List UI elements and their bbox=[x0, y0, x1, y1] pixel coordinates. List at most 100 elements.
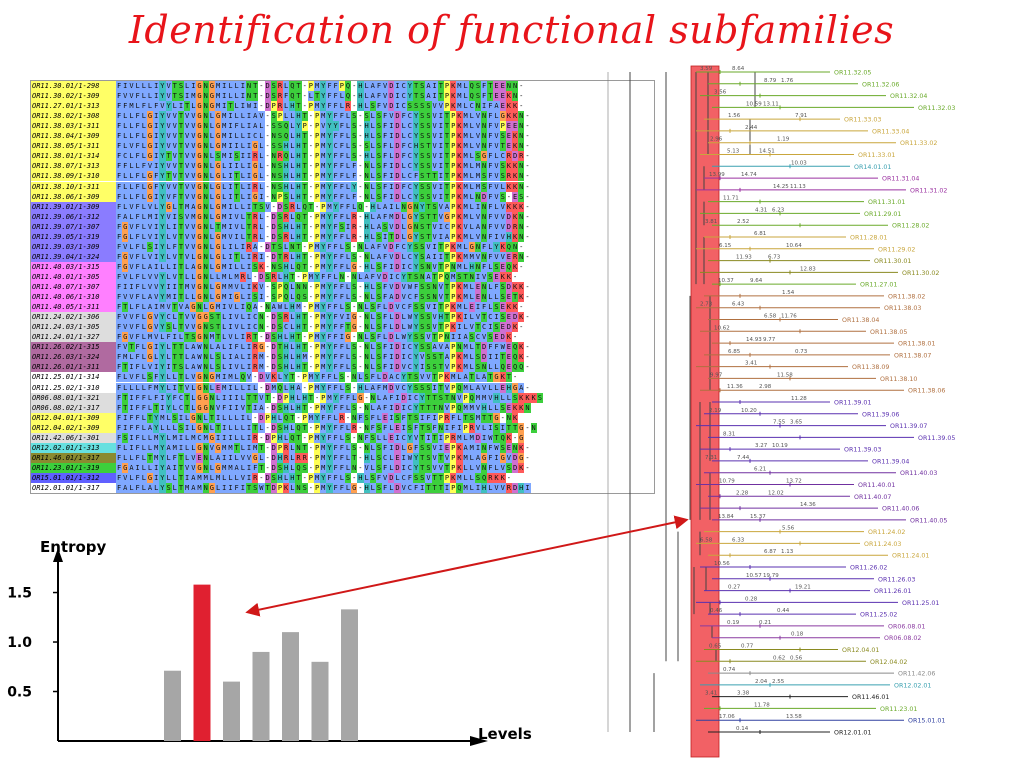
node-value-label: 6.58 bbox=[764, 314, 777, 320]
tree-leaf-label: OR11.28.02 bbox=[892, 223, 929, 230]
node-value-label: 14.74 bbox=[741, 172, 757, 178]
y-tick-label: 0.5 bbox=[7, 685, 32, 701]
node-value-label: 6.33 bbox=[732, 537, 745, 543]
tree-leaf: OR12.02.01 bbox=[700, 682, 931, 689]
entropy-bar bbox=[252, 651, 270, 741]
tree-leaf-label: OR11.40.06 bbox=[882, 506, 919, 513]
y-axis-arrow bbox=[53, 548, 63, 562]
tree-leaf-label: OR11.40.07 bbox=[854, 494, 891, 501]
tree-leaf: OR11.40.03 bbox=[704, 470, 937, 477]
node-value-label: 2.96 bbox=[710, 137, 723, 143]
alignment-row-name: OR11.40.01/1-305 bbox=[31, 271, 116, 282]
entropy-bar bbox=[164, 670, 181, 741]
alignment-row-name: OR11.25.02/1-310 bbox=[31, 382, 116, 393]
alignment-row-name: OR11.39.04/1-324 bbox=[31, 251, 116, 262]
tree-leaf: OR11.39.07 bbox=[696, 423, 927, 430]
node-value-label: 13.11 bbox=[763, 101, 779, 107]
entropy-bar bbox=[341, 609, 358, 741]
node-value-label: 10.64 bbox=[786, 243, 802, 249]
node-value-label: 11.58 bbox=[777, 372, 793, 378]
page-title: Identification of functional subfamilies bbox=[128, 8, 895, 52]
alignment-row-name: OR11.24.02/1-306 bbox=[31, 312, 116, 323]
tree-leaf: OR11.31.01 bbox=[708, 199, 905, 206]
entropy-bar bbox=[223, 681, 240, 741]
node-value-label: 3.38 bbox=[737, 691, 750, 697]
node-value-label: 10.03 bbox=[791, 160, 807, 166]
tree-leaf: OR11.24.02 bbox=[704, 529, 905, 536]
node-value-label: 0.46 bbox=[710, 608, 723, 614]
node-value-label: 2.55 bbox=[772, 679, 785, 685]
tree-leaf-label: OR11.38.07 bbox=[894, 352, 931, 359]
tree-leaf: OR11.39.01 bbox=[712, 400, 871, 407]
alignment-row-name: OR11.24.03/1-305 bbox=[31, 322, 116, 333]
phylogenetic-tree: OR11.32.05OR11.32.06OR11.32.04OR11.32.03… bbox=[607, 65, 955, 758]
node-value-label: 5.56 bbox=[782, 526, 795, 532]
alignment-row-name: OR11.39.03/1-309 bbox=[31, 241, 116, 252]
node-value-label: 3.56 bbox=[714, 90, 727, 96]
tree-leaf: OR11.28.01 bbox=[704, 235, 887, 242]
tree-leaf-label: OR11.38.01 bbox=[898, 341, 935, 348]
alignment-row-name: OR11.40.06/1-310 bbox=[31, 292, 116, 303]
alignment-row-name: OR11.40.03/1-315 bbox=[31, 261, 116, 272]
node-value-label: 11.71 bbox=[723, 196, 739, 202]
alignment-row-name: OR15.01.01/1-312 bbox=[31, 472, 116, 483]
node-value-label: 11.28 bbox=[791, 396, 807, 402]
tree-leaf-label: OR06.08.02 bbox=[884, 635, 921, 642]
tree-leaf-label: OR11.39.03 bbox=[844, 447, 881, 454]
node-value-label: 10.19 bbox=[772, 443, 788, 449]
node-value-label: 2.04 bbox=[755, 679, 768, 685]
alignment-row-name: OR11.38.05/1-311 bbox=[31, 141, 116, 152]
tree-leaf-label: OR12.04.01 bbox=[842, 647, 879, 654]
node-value-label: 11.78 bbox=[754, 702, 770, 708]
node-value-label: 4.31 bbox=[755, 207, 767, 213]
tree-leaf-label: OR11.27.01 bbox=[860, 282, 897, 289]
alignment-row-name: OR11.39.06/1-312 bbox=[31, 211, 116, 222]
tree-leaf-label: OR11.25.01 bbox=[902, 600, 939, 607]
node-value-label: 6.21 bbox=[754, 467, 766, 473]
alignment-row-name: OR11.38.03/1-311 bbox=[31, 121, 116, 132]
node-value-label: 10.59 bbox=[746, 101, 762, 107]
tree-leaf-label: OR12.04.02 bbox=[870, 659, 907, 666]
tree-leaf: OR06.08.01 bbox=[700, 623, 925, 630]
highlight-band bbox=[690, 65, 720, 758]
tree-leaf-label: OR11.38.10 bbox=[880, 376, 917, 383]
tree-leaf: OR11.38.10 bbox=[708, 376, 917, 383]
tree-leaf: OR11.39.03 bbox=[700, 447, 881, 454]
node-value-label: 6.23 bbox=[772, 207, 785, 213]
tree-leaf: OR11.40.01 bbox=[696, 482, 895, 489]
tree-leaf-label: OR11.32.04 bbox=[890, 93, 927, 100]
node-value-label: 2.52 bbox=[737, 219, 749, 225]
alignment-row-name: OR11.25.01/1-314 bbox=[31, 372, 116, 383]
tree-leaf-label: OR11.38.06 bbox=[908, 388, 945, 395]
tree-leaf: OR11.40.05 bbox=[712, 517, 947, 524]
alignment-row-name: OR11.38.07/1-313 bbox=[31, 161, 116, 172]
